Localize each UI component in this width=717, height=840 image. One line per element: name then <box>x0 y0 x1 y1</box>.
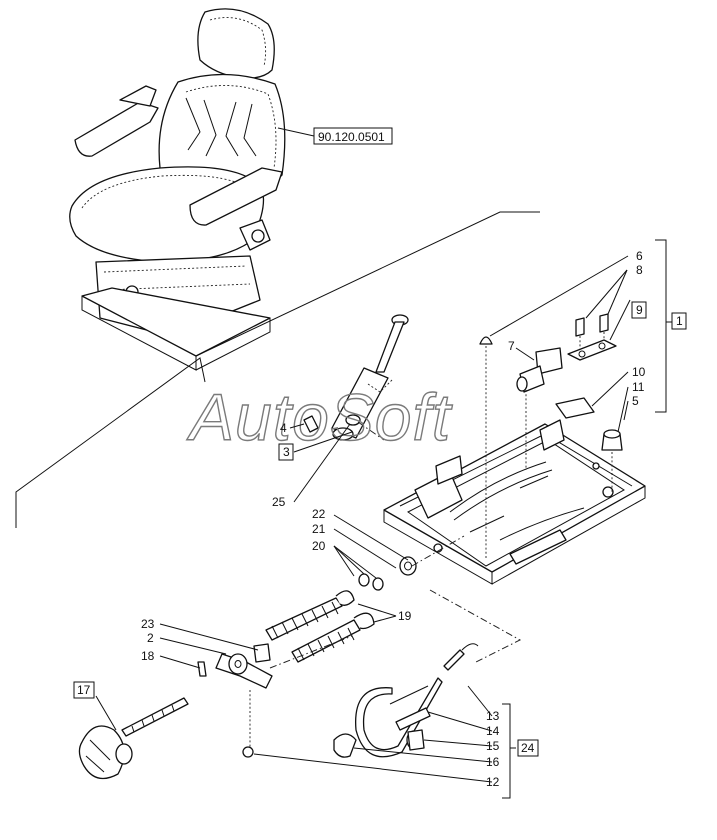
washers <box>358 535 465 591</box>
callout-23: 23 <box>141 617 155 631</box>
callout-13: 13 <box>486 709 500 723</box>
callout-25: 25 <box>272 495 286 509</box>
part-15-bushing <box>407 729 425 751</box>
part-13-spring <box>443 649 465 671</box>
part-9-clamp <box>567 339 617 361</box>
callout-10: 10 <box>632 365 646 379</box>
springs <box>265 590 375 663</box>
callout-12: 12 <box>486 775 500 789</box>
seat-cushion <box>69 166 265 263</box>
part-13-cable <box>355 677 443 758</box>
upper-parts <box>479 313 623 560</box>
headrest <box>197 8 275 79</box>
callout-6: 6 <box>636 249 643 263</box>
callout-18: 18 <box>141 649 155 663</box>
callout-16: 16 <box>486 755 500 769</box>
bracket-1 <box>655 239 667 413</box>
seat-frame <box>383 419 646 585</box>
spring-lower <box>291 619 361 663</box>
callout-15: 15 <box>486 739 500 753</box>
right-armrest <box>189 167 283 226</box>
part-6-cone <box>479 336 493 345</box>
callout-4: 4 <box>280 421 287 435</box>
callout-7: 7 <box>508 339 515 353</box>
seat-reference: 90.120.0501 <box>277 127 393 145</box>
callout-3: 3 <box>283 445 290 459</box>
callout-1: 1 <box>676 314 683 328</box>
callout-14: 14 <box>486 724 500 738</box>
part-14-link <box>395 707 431 731</box>
callout-20: 20 <box>312 539 326 553</box>
leader-lines <box>95 255 631 783</box>
callout-21: 21 <box>312 522 326 536</box>
seat-assembly <box>69 8 286 371</box>
callout-5: 5 <box>632 394 639 408</box>
kit-24 <box>242 589 522 758</box>
part-17-rod <box>121 697 189 737</box>
part-10-pad <box>555 397 595 419</box>
part-18-pin <box>197 661 207 677</box>
part-12-screw <box>242 746 254 758</box>
detail-boundary <box>15 357 206 528</box>
callout-22: 22 <box>312 507 326 521</box>
callout-11: 11 <box>632 380 645 394</box>
callout-2: 2 <box>147 631 154 645</box>
adjuster-parts <box>78 635 353 780</box>
watermark: AutoSoft <box>186 380 453 454</box>
part-16-clip <box>333 733 357 758</box>
callout-8: 8 <box>636 263 643 277</box>
part-23-nut <box>253 643 271 663</box>
callout-9: 9 <box>636 303 643 317</box>
left-armrest <box>74 101 159 157</box>
reference-label: 90.120.0501 <box>318 130 385 144</box>
callout-24: 24 <box>521 741 535 755</box>
gas-spring <box>303 314 409 441</box>
callout-19: 19 <box>398 609 412 623</box>
bracket-24 <box>502 703 511 799</box>
callout-labels: 6 8 9 1 7 10 11 5 4 3 25 22 21 20 19 23 … <box>73 249 687 789</box>
callout-17: 17 <box>77 683 91 697</box>
